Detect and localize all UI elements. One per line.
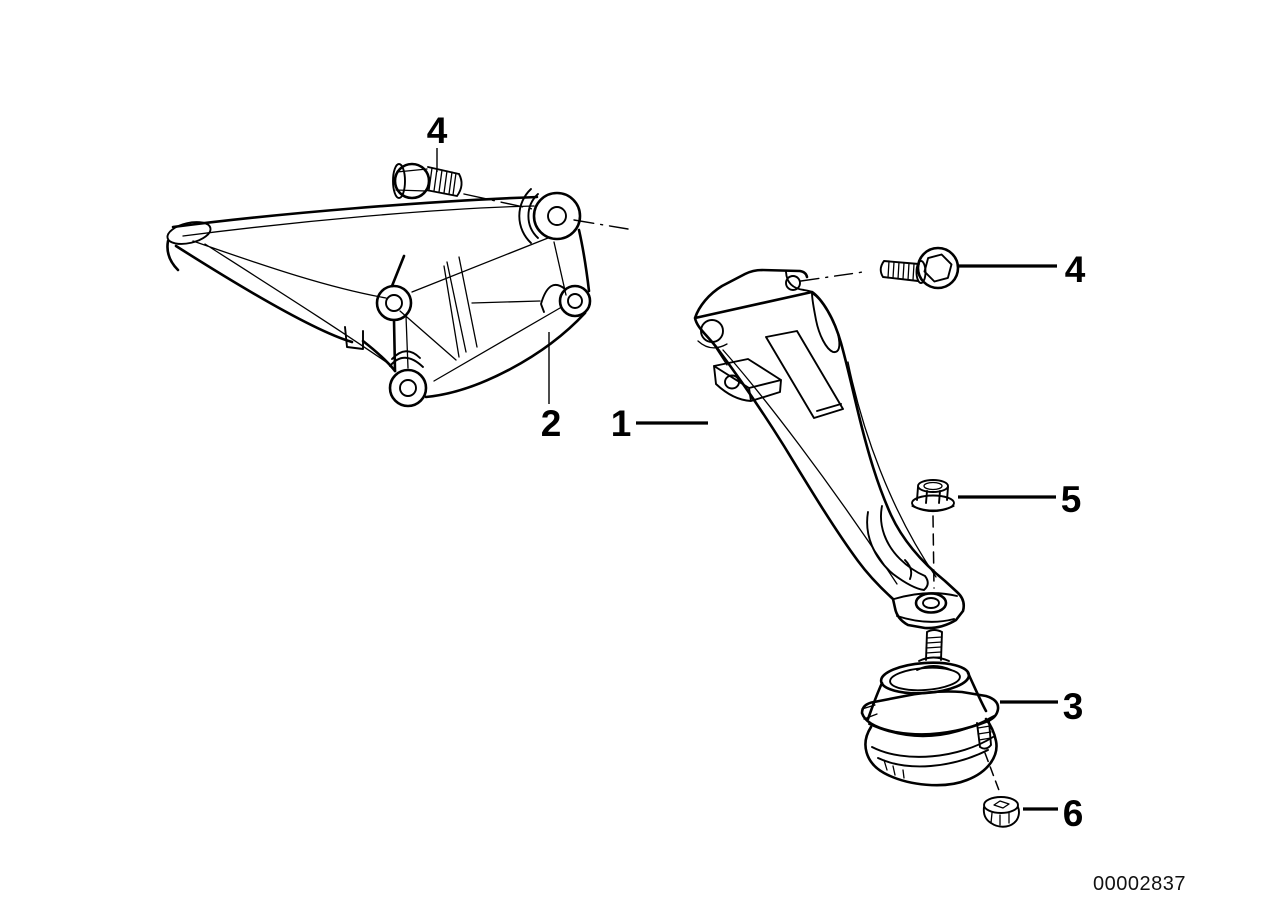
bracket1-box-flange: [713, 358, 782, 402]
bracket1-slot: [765, 330, 844, 419]
bracket1-upper-hole-boss: [697, 340, 728, 366]
nut6-assembly-dashed-line: [984, 752, 1001, 794]
mount-bottom-stud: [976, 720, 992, 750]
bolt4a-threads: [428, 167, 457, 196]
bracket2-ramp: [540, 284, 566, 313]
mount-body: [864, 717, 998, 787]
drawing-number: 00002837: [1093, 873, 1186, 895]
bracket2-tab: [344, 326, 364, 350]
callout-5-label[interactable]: 5: [1061, 479, 1082, 520]
bracket2-bushing-bottomright-hole: [567, 293, 583, 309]
bracket1-foot-hole-inner: [922, 597, 940, 609]
callout-3-label[interactable]: 3: [1063, 686, 1084, 727]
bracket2-bushing-topright: [532, 191, 582, 241]
callout-6-label[interactable]: 6: [1063, 793, 1084, 834]
bracket2-box-frame: [390, 254, 406, 373]
bracket1-foot-hole: [914, 592, 948, 614]
callout-4-upper-label[interactable]: 4: [427, 110, 448, 151]
nut6-skirt: [982, 806, 1020, 828]
mount-body-creases: [868, 715, 995, 768]
bracket2-outline: [166, 195, 591, 399]
bracket1-rib: [866, 505, 929, 591]
bolt4a-axis-line-continued: [573, 219, 629, 230]
bracket2-box-inner: [399, 237, 567, 382]
bracket2-bushing-topright-hole: [547, 206, 567, 226]
bolt4a-head: [393, 162, 431, 200]
bolt4b-threads: [887, 260, 915, 281]
bolt4a-axis-line: [463, 193, 538, 211]
bolt-part4-right-drawing: [879, 246, 960, 290]
bolt4b-axis-line: [800, 271, 864, 282]
bracket1-outline: [693, 268, 966, 630]
bracket1-box-flange-hole: [724, 374, 740, 390]
nut6-facets: [990, 812, 1010, 826]
mount-stud-outline: [925, 629, 943, 661]
nut6-hole: [993, 800, 1010, 809]
nut-part6-drawing: [982, 796, 1020, 828]
bolt4a-shank: [425, 166, 463, 197]
nut5-chamfer: [923, 481, 943, 491]
bracket2-bushing-bottomright: [558, 284, 592, 318]
nut5-sides: [916, 486, 949, 504]
nut5-assembly-dashed-line: [932, 515, 935, 589]
bolt4a-flange: [392, 163, 406, 199]
bracket2-face-lines: [182, 205, 535, 367]
nut5-top: [917, 479, 949, 493]
nut5-flange-rim: [911, 505, 955, 513]
bracket1-notch-hole: [785, 275, 801, 291]
bolt4b-hex-head: [923, 253, 953, 283]
mount-flange-notch: [861, 704, 878, 720]
bracket2-tip: [166, 221, 212, 245]
nut6-top: [983, 796, 1019, 814]
bolt-part4-upper-drawing: [392, 162, 463, 200]
callout-leader-lines: [436, 148, 1058, 811]
callout-4-right-label[interactable]: 4: [1065, 249, 1086, 290]
flange-nut-part5-drawing: [911, 479, 955, 513]
bracket2-bushing-mid: [375, 284, 413, 322]
bolt4b-shank: [879, 260, 920, 282]
bracket2-bushing-bottom: [388, 368, 428, 408]
bracket1-upper-hole: [700, 319, 724, 343]
mount-stud-threads: [925, 636, 943, 659]
nut5-flange: [911, 494, 955, 512]
support-bracket-part2-drawing: [166, 188, 592, 408]
mount-bottom-stud-threads: [977, 725, 992, 741]
callout-1-label[interactable]: 1: [611, 403, 632, 444]
bracket1-notch: [785, 271, 813, 293]
bracket2-bushing-bottom-hole: [399, 379, 417, 397]
mount-arm-part1-drawing: [693, 268, 966, 630]
callout-2-label[interactable]: 2: [541, 403, 562, 444]
engine-mount-part3-drawing: [860, 661, 1000, 787]
mount-body-hatch: [883, 759, 905, 779]
bracket2-bushing-topright-collar: [518, 188, 539, 244]
mount-rim-inner: [889, 666, 961, 692]
bolt4a-head-facets: [395, 168, 428, 192]
bolt4b-flange: [916, 246, 960, 290]
bracket2-bushing-mid-hole: [385, 294, 403, 312]
bracket1-gusset: [811, 292, 841, 353]
